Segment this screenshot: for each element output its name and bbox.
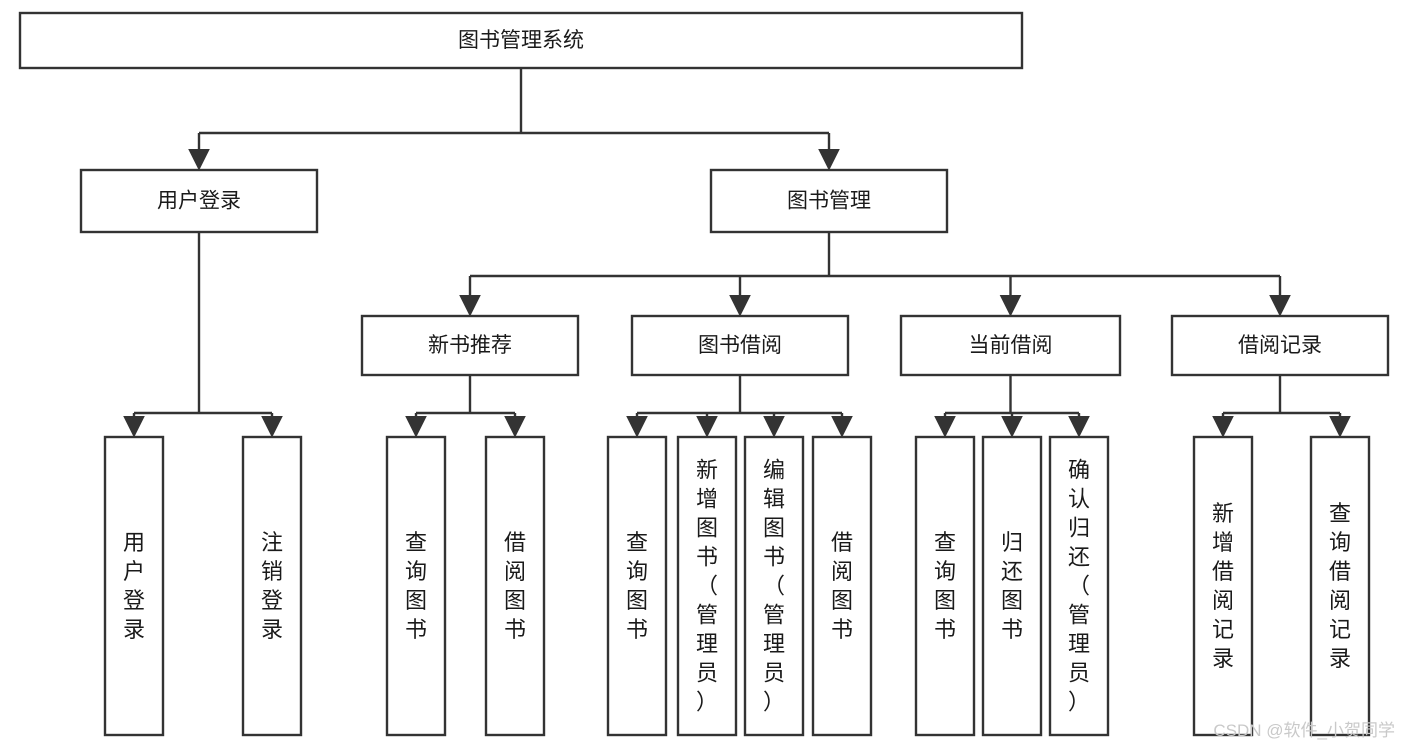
node-leaf-return-book-box — [981, 435, 1043, 737]
node-leaf-query-book-1[interactable]: 查询图书 — [385, 435, 447, 737]
node-leaf-return-book[interactable]: 归还图书 — [981, 435, 1043, 737]
node-current-borrow-label: 当前借阅 — [969, 334, 1053, 357]
node-leaf-add-record-label: 新增借阅记录 — [1212, 501, 1234, 671]
node-leaf-edit-book-box — [743, 435, 805, 737]
node-current-borrow-box — [899, 314, 1122, 377]
node-book-borrow-label: 图书借阅 — [698, 334, 782, 357]
node-leaf-query-book-2[interactable]: 查询图书 — [606, 435, 668, 737]
node-leaf-user-login-label: 用户登录 — [123, 530, 145, 642]
node-leaf-user-login-box — [103, 435, 165, 737]
node-leaf-query-record[interactable]: 查询借阅记录 — [1309, 435, 1371, 737]
node-new-book-rec-label: 新书推荐 — [428, 334, 512, 357]
node-user-login-box — [79, 168, 319, 234]
node-leaf-add-record-box — [1192, 435, 1254, 737]
node-borrow-record[interactable]: 借阅记录 — [1170, 314, 1390, 377]
node-leaf-borrow-book-2[interactable]: 借阅图书 — [811, 435, 873, 737]
node-leaf-query-book-1-label: 查询图书 — [405, 530, 427, 642]
node-leaf-add-book[interactable]: 新增图书（管理员） — [676, 435, 738, 737]
node-leaf-query-record-box — [1309, 435, 1371, 737]
node-book-borrow[interactable]: 图书借阅 — [630, 314, 850, 377]
node-root[interactable]: 图书管理系统 — [18, 11, 1024, 70]
node-leaf-query-book-2-label: 查询图书 — [626, 530, 648, 642]
node-leaf-logout-box — [241, 435, 303, 737]
node-leaf-confirm-return[interactable]: 确认归还（管理员） — [1048, 435, 1110, 737]
node-book-manage-box — [709, 168, 949, 234]
node-leaf-add-book-label: 新增图书（管理员） — [696, 458, 718, 715]
node-leaf-return-book-label: 归还图书 — [1001, 530, 1023, 642]
node-borrow-record-box — [1170, 314, 1390, 377]
node-leaf-query-record-label: 查询借阅记录 — [1329, 501, 1351, 671]
node-leaf-user-login[interactable]: 用户登录 — [103, 435, 165, 737]
node-leaf-query-book-3-label: 查询图书 — [934, 530, 956, 642]
node-new-book-rec-box — [360, 314, 580, 377]
node-current-borrow[interactable]: 当前借阅 — [899, 314, 1122, 377]
node-root-box — [18, 11, 1024, 70]
node-leaf-query-book-3[interactable]: 查询图书 — [914, 435, 976, 737]
node-leaf-borrow-book-2-label: 借阅图书 — [831, 530, 853, 642]
connector-layer — [123, 68, 1351, 438]
node-user-login[interactable]: 用户登录 — [79, 168, 319, 234]
node-user-login-label: 用户登录 — [157, 190, 241, 213]
node-root-label: 图书管理系统 — [458, 29, 584, 52]
node-leaf-query-book-3-box — [914, 435, 976, 737]
node-leaf-confirm-return-label: 确认归还（管理员） — [1068, 458, 1090, 715]
node-new-book-rec[interactable]: 新书推荐 — [360, 314, 580, 377]
node-leaf-add-book-box — [676, 435, 738, 737]
node-leaf-query-book-1-box — [385, 435, 447, 737]
node-borrow-record-label: 借阅记录 — [1238, 334, 1322, 357]
node-book-manage[interactable]: 图书管理 — [709, 168, 949, 234]
node-leaf-edit-book[interactable]: 编辑图书（管理员） — [743, 435, 805, 737]
node-leaf-borrow-book-1[interactable]: 借阅图书 — [484, 435, 546, 737]
csdn-watermark: CSDN @软件_小贺同学 — [1213, 721, 1395, 740]
node-leaf-borrow-book-1-box — [484, 435, 546, 737]
node-leaf-add-record[interactable]: 新增借阅记录 — [1192, 435, 1254, 737]
node-leaf-borrow-book-1-label: 借阅图书 — [504, 530, 526, 642]
node-leaf-query-book-2-box — [606, 435, 668, 737]
node-layer: 图书管理系统用户登录图书管理新书推荐图书借阅当前借阅借阅记录用户登录注销登录查询… — [18, 11, 1390, 737]
node-book-borrow-box — [630, 314, 850, 377]
node-leaf-borrow-book-2-box — [811, 435, 873, 737]
node-book-manage-label: 图书管理 — [787, 190, 871, 213]
node-leaf-logout-label: 注销登录 — [261, 530, 283, 642]
node-leaf-edit-book-label: 编辑图书（管理员） — [763, 458, 785, 715]
node-leaf-confirm-return-box — [1048, 435, 1110, 737]
node-leaf-logout[interactable]: 注销登录 — [241, 435, 303, 737]
